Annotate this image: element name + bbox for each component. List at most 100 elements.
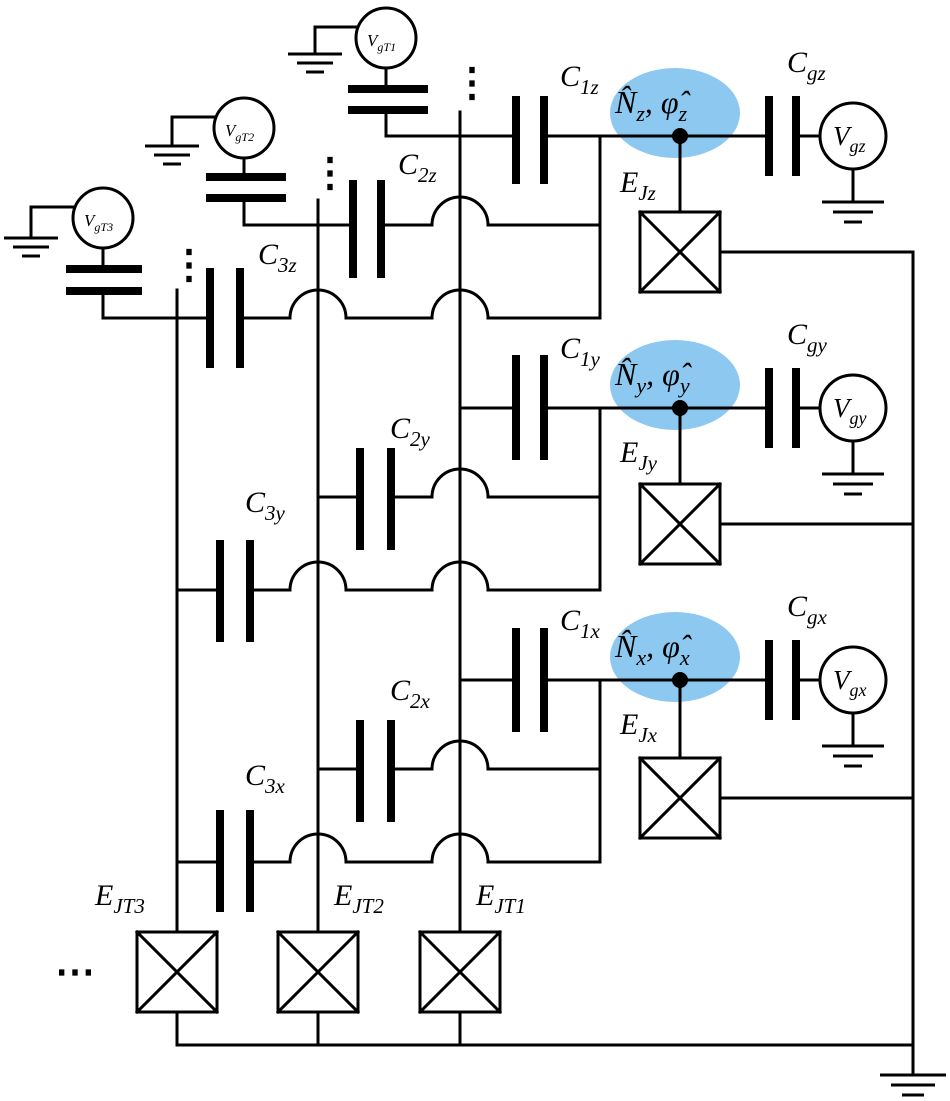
svg-text:C2x: C2x xyxy=(390,674,431,713)
c2z-label: C xyxy=(398,148,419,181)
junction-x-icon xyxy=(637,755,723,841)
qubit-x-n-op: N̂ xyxy=(614,628,638,664)
svg-text:Vgx: Vgx xyxy=(833,665,867,700)
bottom-ground-bus xyxy=(175,250,946,1097)
jz-label: E xyxy=(619,166,638,199)
c3y-sub: 3y xyxy=(264,501,286,525)
c3y-label: C xyxy=(245,486,266,519)
ground-icon xyxy=(4,236,58,258)
c1x-label: C xyxy=(560,604,581,637)
ground-icon xyxy=(145,144,199,166)
t2-src-sub: gT2 xyxy=(235,130,254,144)
t1-src-label: V xyxy=(367,31,380,50)
coupler-c2y: C2y xyxy=(316,412,602,550)
ground-icon xyxy=(288,52,342,74)
qubit-x: C1x Cgx Vgx N̂x, φ̂x EJx xyxy=(458,590,915,864)
t2-vdots: ⋮ xyxy=(310,150,350,195)
svg-text:N̂x, φ̂x: N̂x, φ̂x xyxy=(614,628,692,670)
jt1-sub: JT1 xyxy=(494,894,526,918)
t2-src-label: V xyxy=(225,121,238,140)
svg-text:N̂z, φ̂z: N̂z, φ̂z xyxy=(614,84,691,126)
svg-text:EJT2: EJT2 xyxy=(333,879,384,918)
t1-voltage-source xyxy=(354,6,418,70)
jt2-label: E xyxy=(333,879,352,912)
c1z-label: C xyxy=(560,60,581,93)
jt2-sub: JT2 xyxy=(352,894,384,918)
c2x-sub: 2x xyxy=(410,689,431,713)
svg-text:EJx: EJx xyxy=(619,708,658,747)
junction-t3-icon xyxy=(134,929,220,1015)
cgx-label: C xyxy=(787,590,808,623)
jx-sub: Jx xyxy=(638,723,657,747)
svg-text:VgT2: VgT2 xyxy=(225,121,254,144)
transmon-t2: VgT2 ⋮ xyxy=(145,96,350,227)
qubit-z-phi-sub: z xyxy=(678,101,688,126)
transmon-junctions: EJT3 EJT2 EJT1 ⋯ xyxy=(55,879,526,1015)
qubit-y-phi-sub: y xyxy=(678,373,690,398)
svg-text:C1y: C1y xyxy=(560,332,601,371)
c3y-right-wire xyxy=(252,560,602,592)
qubit-z: C1z Cgz Vgz N̂z, φ̂z EJz xyxy=(458,46,915,320)
junction-t2-icon xyxy=(275,929,361,1015)
vertical-buses xyxy=(175,110,462,934)
c2x-right-wire xyxy=(393,739,602,771)
svg-text:EJz: EJz xyxy=(619,166,656,205)
c3x-right-wire xyxy=(252,832,602,864)
svg-text:C3x: C3x xyxy=(245,759,286,798)
cgy-sub: gy xyxy=(807,333,828,357)
svg-text:C3y: C3y xyxy=(245,486,286,525)
svg-text:VgT1: VgT1 xyxy=(367,31,396,54)
junction-t1-icon xyxy=(417,929,503,1015)
t2-cap-to-bus xyxy=(242,200,320,227)
vgy-sub: gy xyxy=(850,408,867,428)
cgy-label: C xyxy=(787,318,808,351)
jt3-label: E xyxy=(94,879,113,912)
vgx-label: V xyxy=(833,665,853,695)
t2-src-ground-wire xyxy=(170,115,216,148)
t2-voltage-source xyxy=(212,96,276,160)
ground-icon xyxy=(822,200,884,224)
qubit-x-phi-sub: x xyxy=(679,645,690,670)
c2y-label: C xyxy=(390,412,411,445)
svg-text:C1x: C1x xyxy=(560,604,601,643)
main-ground-icon xyxy=(880,1073,946,1097)
bottom-bus-wire xyxy=(175,1011,915,1047)
c2z-sub: 2z xyxy=(418,163,437,187)
svg-text:EJy: EJy xyxy=(619,436,658,475)
coupler-c3z: C3z xyxy=(175,238,602,368)
cgz-sub: gz xyxy=(807,61,826,85)
coupler-c2x: C2x xyxy=(316,674,602,822)
svg-text:C3z: C3z xyxy=(258,238,297,277)
qubit-x-n-sub: x xyxy=(635,645,646,670)
ground-icon xyxy=(822,472,884,496)
jy-label: E xyxy=(619,436,638,469)
c3z-label: C xyxy=(258,238,279,271)
t3-src-label: V xyxy=(84,211,97,230)
t3-voltage-source xyxy=(71,186,135,250)
junction-y-icon xyxy=(637,481,723,567)
c1y-label: C xyxy=(560,332,581,365)
c3x-label: C xyxy=(245,759,266,792)
coupler-c2z: C2z xyxy=(316,148,602,278)
t3-src-ground-wire xyxy=(29,205,75,240)
qubit-y-n-sub: y xyxy=(634,373,646,398)
t3-cap-to-bus xyxy=(101,293,179,320)
c2z-right-wire xyxy=(383,195,602,227)
svg-text:Vgz: Vgz xyxy=(833,121,866,156)
svg-text:EJT3: EJT3 xyxy=(94,879,145,918)
vgy-label: V xyxy=(833,393,853,423)
c3z-sub: 3z xyxy=(277,253,297,277)
c2x-label: C xyxy=(390,674,411,707)
svg-text:Cgy: Cgy xyxy=(787,318,828,357)
jt3-sub: JT3 xyxy=(113,894,145,918)
c2y-right-wire xyxy=(393,467,602,499)
svg-text:C2y: C2y xyxy=(390,412,431,451)
vgz-label: V xyxy=(833,121,853,151)
t1-vdots: ⋮ xyxy=(452,60,492,105)
coupler-c3x: C3x xyxy=(175,759,602,912)
qubit-y-n-op: N̂ xyxy=(614,356,638,392)
transmon-t1: VgT1 ⋮ xyxy=(288,6,492,138)
svg-text:VgT3: VgT3 xyxy=(84,211,113,234)
coupler-c3y: C3y xyxy=(175,486,602,642)
